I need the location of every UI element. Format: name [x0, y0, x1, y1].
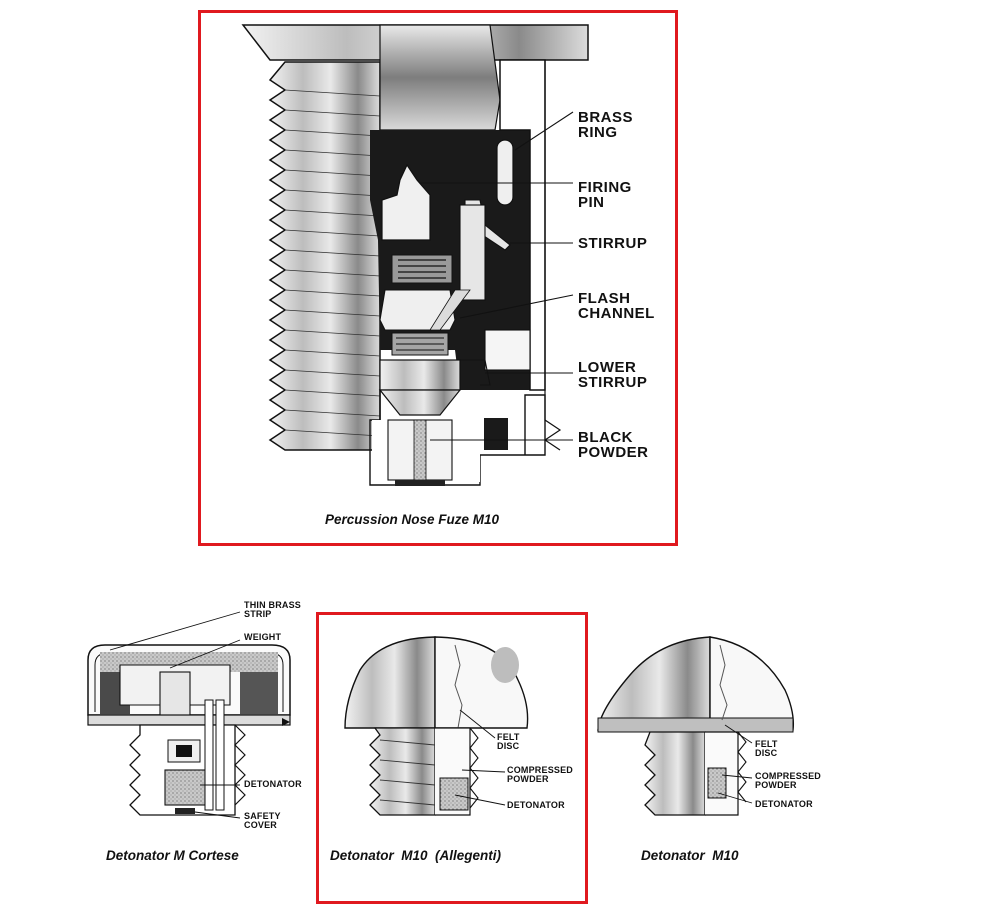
label-cortese-detonator: DETONATOR [244, 779, 302, 789]
allegenti-highlight-frame [316, 612, 588, 904]
caption-percussion-nose-fuze: Percussion Nose Fuze M10 [325, 512, 500, 527]
label-lower-stirrup: LOWER STIRRUP [578, 359, 648, 391]
fuze-highlight-frame [198, 10, 678, 546]
caption-detonator-m-cortese: Detonator M Cortese [106, 848, 239, 863]
label-allegenti-detonator: DETONATOR [507, 800, 565, 810]
label-firing-pin: FIRING PIN [578, 179, 632, 211]
label-allegenti-compressed-powder: COMPRESSED POWDER [507, 765, 574, 784]
label-m10-detonator: DETONATOR [755, 799, 813, 809]
label-flash-channel: FLASH CHANNEL [578, 290, 655, 322]
label-thin-brass-strip: THIN BRASS STRIP [244, 600, 302, 619]
label-allegenti-felt-disc: FELT DISC [497, 732, 520, 751]
label-stirrup: STIRRUP [578, 235, 648, 252]
m10-drawing [597, 636, 795, 816]
label-weight: WEIGHT [244, 632, 282, 642]
allegenti-drawing [344, 636, 529, 816]
label-brass-ring: BRASS RING [578, 109, 634, 141]
label-m10-compressed-powder: COMPRESSED POWDER [755, 771, 822, 790]
cortese-drawing [87, 611, 291, 819]
label-m10-felt-disc: FELT DISC [755, 739, 778, 758]
label-black-powder: BLACK POWDER [578, 429, 649, 461]
label-safety-cover: SAFETY COVER [244, 811, 281, 830]
fuze-drawing [241, 24, 589, 486]
caption-detonator-m10-allegenti: Detonator M10 (Allegenti) [330, 848, 502, 863]
caption-detonator-m10: Detonator M10 [641, 848, 739, 863]
